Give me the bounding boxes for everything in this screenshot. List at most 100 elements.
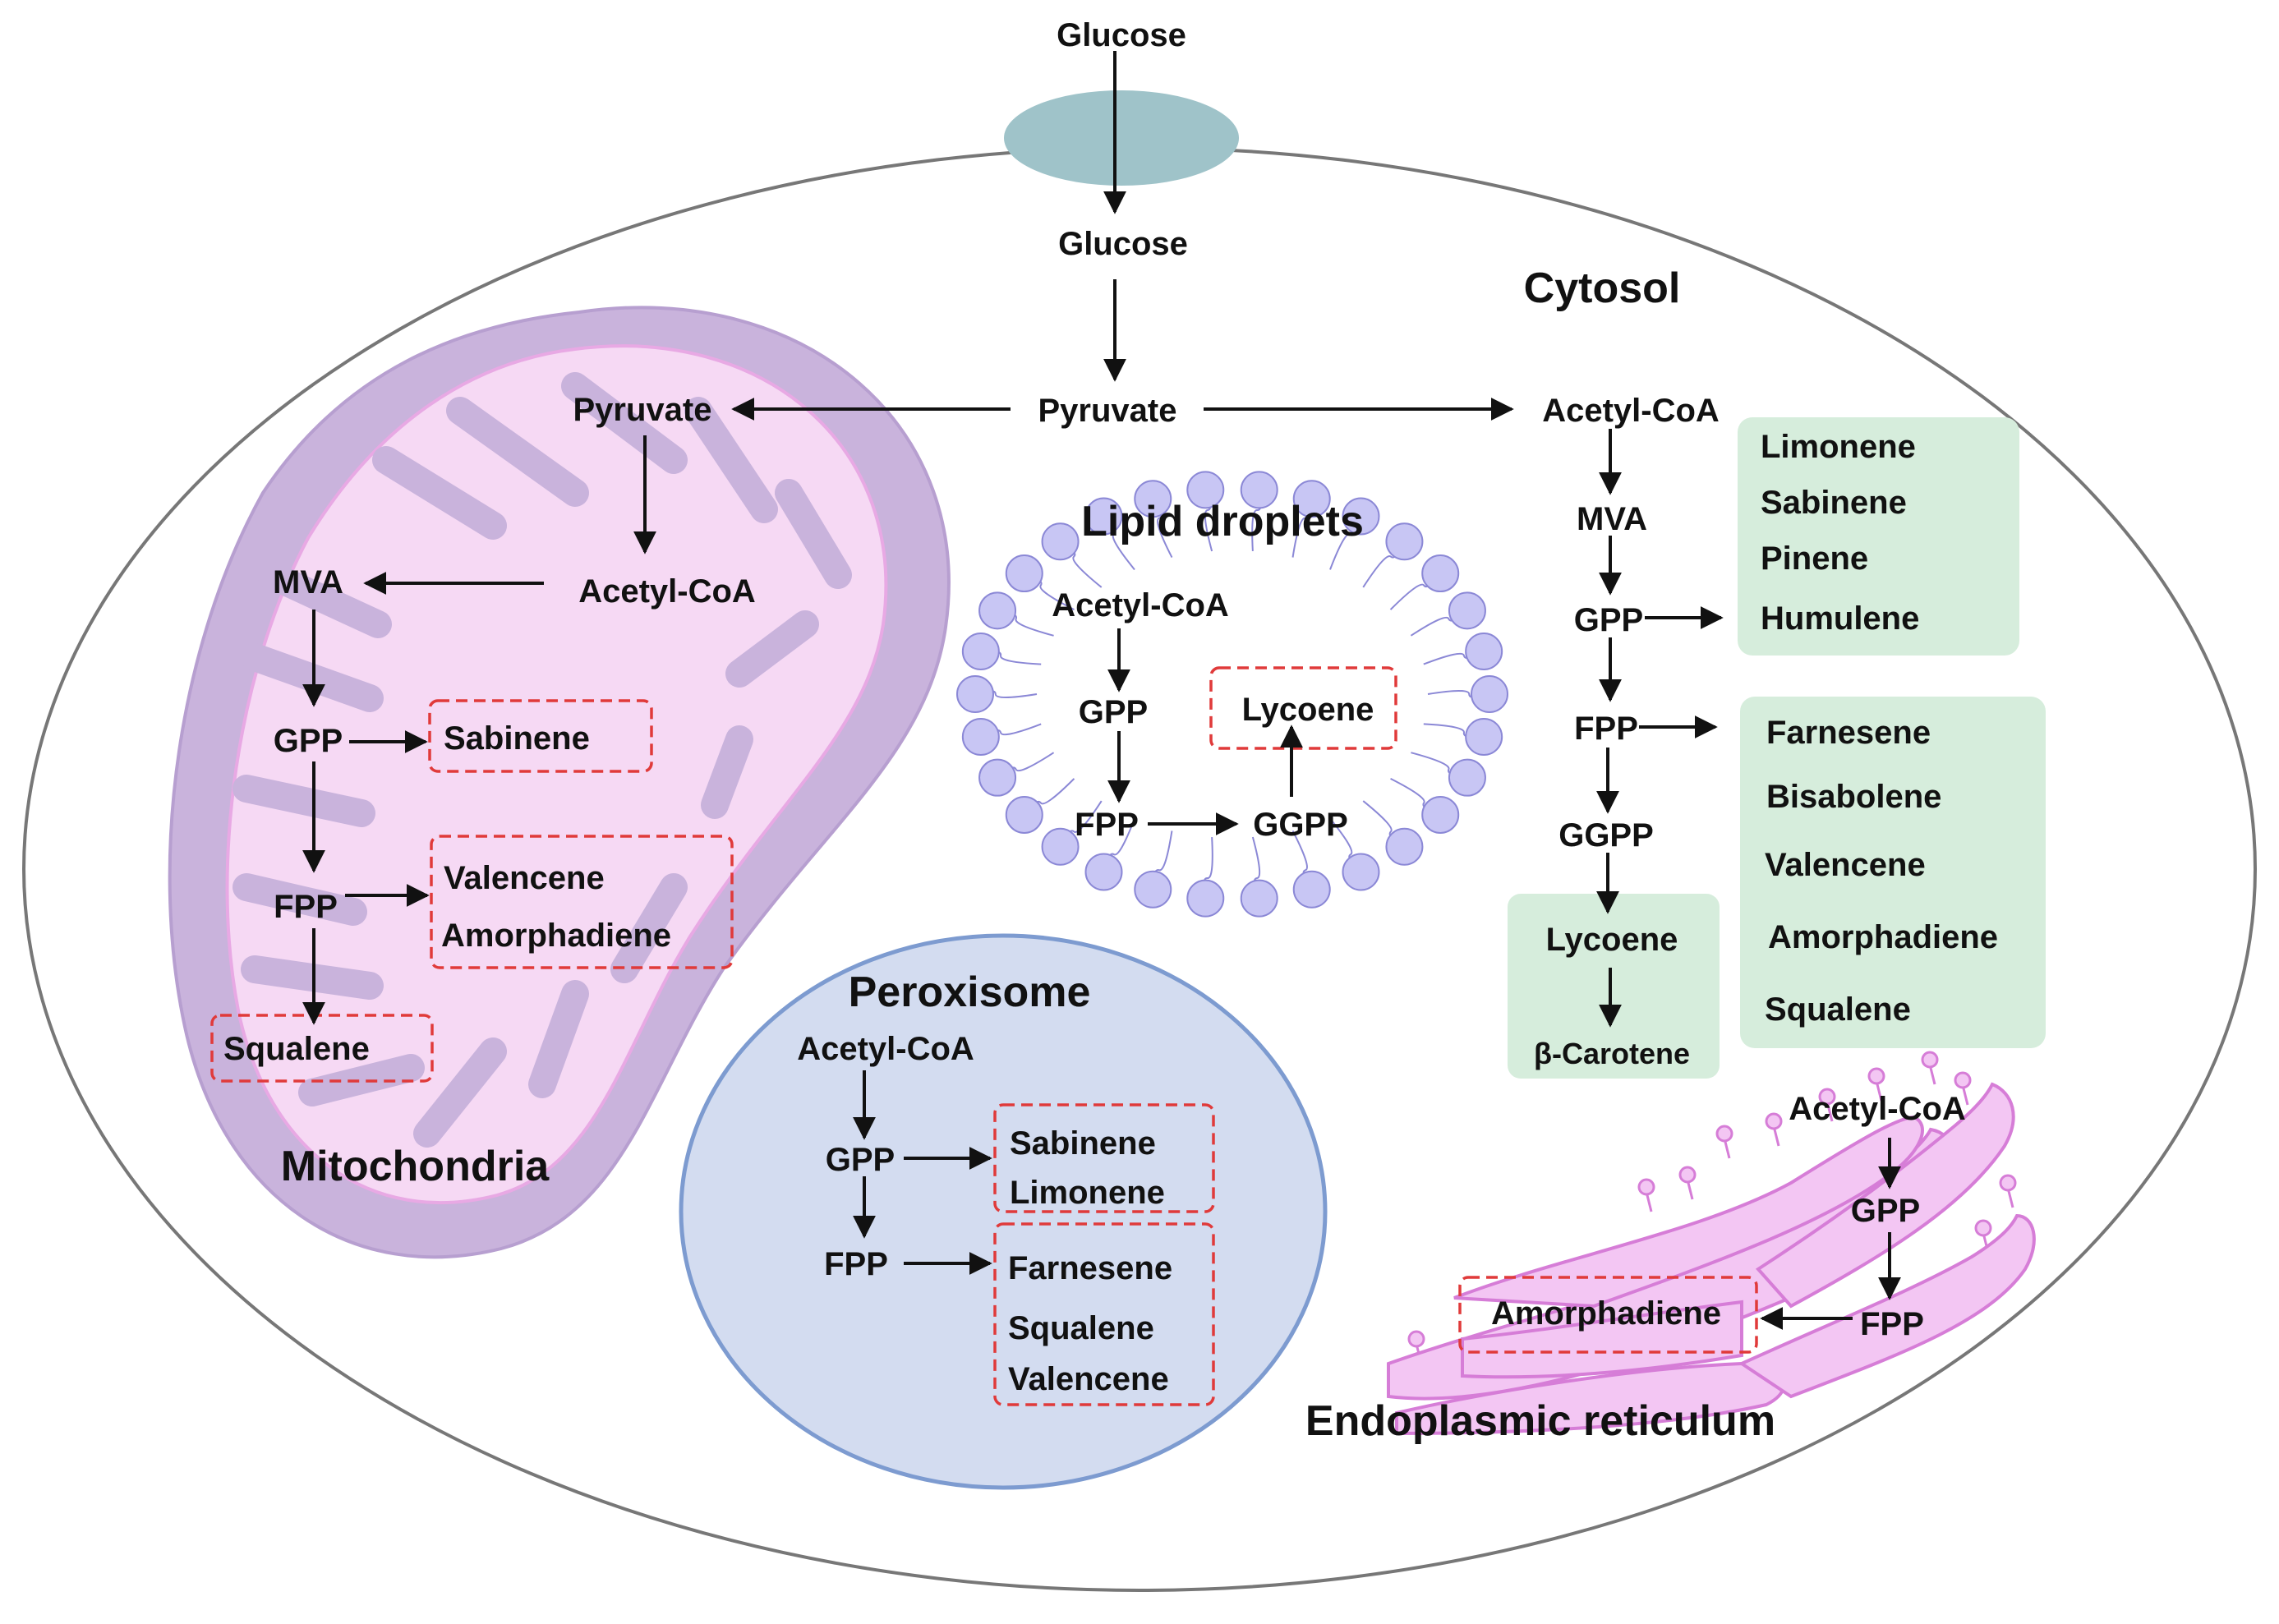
er-acetylcoa-label: Acetyl-CoA [1789,1091,1966,1127]
crista-fold [257,561,392,638]
er-product-label: Amorphadiene [1491,1295,1721,1332]
crista-fold [372,446,507,540]
lipid-head [1421,554,1460,593]
ribosome [1637,1178,1655,1196]
er-gpp-label: GPP [1851,1193,1920,1229]
mito-acetylcoa-label: Acetyl-CoA [578,573,756,610]
lipid-head [1385,827,1424,866]
cytosol-ggpp-product-box [1508,894,1720,1079]
lipid-fpp-label: FPP [1075,807,1139,843]
perox-fpp-label: FPP [824,1246,888,1282]
cytosol-gpp-product: Humulene [1761,600,1919,637]
lipid-head [1084,853,1123,891]
lipid-head [956,675,994,713]
lipid-head [1292,480,1331,518]
cytosol-ggpp-label: GGPP [1558,817,1654,853]
cytosol-gpp-product-box [1738,417,2019,656]
lipid-head [978,758,1017,797]
membrane-transporter [1004,90,1239,186]
lipid-head [1421,795,1460,834]
crista-fold [233,873,367,926]
cytosol-fpp-product: Squalene [1765,991,1911,1028]
lipid-head [1448,758,1486,797]
lipid-heads [956,471,1508,918]
mitochondria-cristae [233,372,852,1148]
lipid-head [978,591,1017,630]
crista-fold [528,980,589,1098]
lipid-head [1084,497,1123,536]
peroxisome [679,933,1328,1490]
crista-fold [725,610,819,688]
er-cisterna-4 [1461,1300,1743,1379]
mito-mva-label: MVA [273,564,343,600]
mito-fpp-product: Amorphadiene [441,918,671,954]
er-cisterna-2 [1755,1082,2015,1309]
cytosol-ggpp-product: β-Carotene [1534,1037,1690,1070]
lipid-head [1005,795,1043,834]
lipid-head [1041,827,1080,866]
perox-fpp-product: Valencene [1008,1361,1169,1397]
mito-gpp-product-box [428,699,653,773]
lipid-head [1005,554,1043,593]
ribosome [1999,1174,2017,1192]
pathway-arrows [302,51,1901,1330]
cytosol-ggpp-product: Lycoene [1546,922,1678,958]
ribosome [1974,1219,1992,1237]
perox-gpp-product: Limonene [1010,1175,1165,1211]
endoplasmic-reticulum [1387,1051,2036,1436]
cytosol-fpp-product-box [1740,697,2046,1048]
cytosol-glucose-label: Glucose [1058,226,1188,262]
lipid-head [1186,879,1225,918]
er-cisterna-6 [1738,1213,2036,1399]
lipid-gpp-label: GPP [1079,694,1148,730]
lipid-droplets-title: Lipid droplets [1081,498,1364,545]
crista-fold [701,725,753,819]
lipid-head [1134,480,1172,518]
perox-fpp-product: Squalene [1008,1310,1154,1346]
lipid-head [1465,633,1503,671]
lipid-head [1342,497,1380,536]
perox-gpp-label: GPP [826,1142,895,1178]
crista-fold [298,1054,425,1106]
lipid-ggpp-label: GGPP [1253,807,1348,843]
lipid-acetylcoa-label: Acetyl-CoA [1052,587,1229,623]
lipid-head [1240,471,1278,509]
lipid-head [1342,853,1380,891]
er-ribosomes [1407,1051,2017,1364]
ribosome [1867,1067,1885,1085]
lipid-head [1465,717,1503,756]
crista-fold [413,1037,507,1148]
cytosol-pyruvate-label: Pyruvate [1038,393,1177,429]
peroxisome-fpp-product-box [993,1222,1215,1406]
ribosome [1921,1051,1939,1069]
er-cisterna-3 [1453,1115,1924,1309]
crista-fold [561,372,688,474]
lipid-head [1134,870,1172,909]
cytosol-fpp-label: FPP [1574,711,1638,747]
mito-fpp-product: Valencene [444,860,605,896]
lipid-head [1385,522,1424,561]
lipid-head [1186,471,1225,509]
lipid-head [1292,870,1331,909]
er-fpp-label: FPP [1860,1306,1924,1342]
mito-squalene-label: Squalene [223,1031,370,1067]
mitochondria-inner-membrane [225,344,888,1204]
mitochondria [168,306,951,1259]
er-title: Endoplasmic reticulum [1305,1397,1775,1445]
cytosol-fpp-product: Bisabolene [1766,779,1941,815]
lipid-head [1471,675,1508,713]
cytosol-gpp-label: GPP [1574,602,1643,638]
cytosol-fpp-product: Valencene [1765,847,1926,883]
lipid-head [1240,879,1278,918]
lipid-head [1041,522,1080,561]
external-glucose-label: Glucose [1057,17,1186,53]
lipid-product-label: Lycoene [1242,692,1374,728]
cytosol-fpp-product: Amorphadiene [1768,919,1998,955]
cytosol-title: Cytosol [1524,265,1681,312]
cytosol-fpp-product: Farnesene [1766,715,1931,751]
ribosome [1715,1125,1733,1143]
mito-gpp-label: GPP [274,723,343,759]
crista-fold [684,397,778,523]
